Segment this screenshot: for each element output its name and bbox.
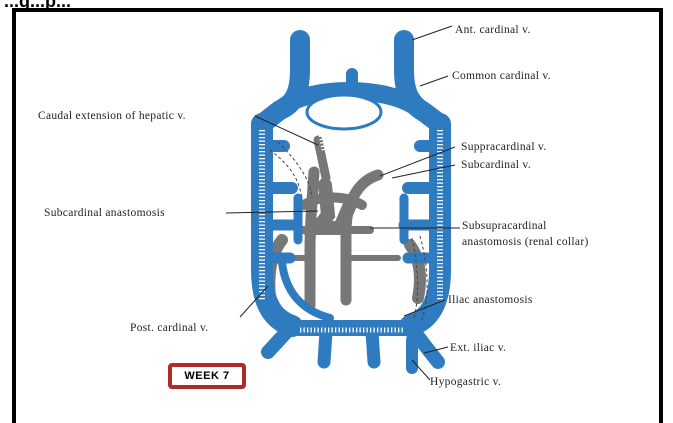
hepatic-sinus bbox=[307, 95, 381, 129]
label-subsupracardinal-2: anastomosis (renal collar) bbox=[462, 236, 589, 248]
label-caudal-hepatic: Caudal extension of hepatic v. bbox=[38, 110, 186, 122]
label-post-cardinal: Post. cardinal v. bbox=[130, 322, 208, 334]
label-hypogastric: Hypogastric v. bbox=[430, 376, 501, 388]
label-subsupracardinal-1: Subsupracardinal bbox=[462, 220, 547, 232]
label-ext-iliac: Ext. iliac v. bbox=[450, 342, 506, 354]
label-ant-cardinal: Ant. cardinal v. bbox=[455, 24, 531, 36]
week-badge: WEEK 7 bbox=[168, 363, 246, 389]
label-common-cardinal: Common cardinal v. bbox=[452, 70, 551, 82]
label-subcardinal: Subcardinal v. bbox=[461, 159, 531, 171]
label-supracardinal: Suppracardinal v. bbox=[461, 141, 546, 153]
label-subcardinal-anastomosis: Subcardinal anastomosis bbox=[44, 207, 165, 219]
label-iliac-anastomosis: Iliac anastomosis bbox=[448, 294, 533, 306]
